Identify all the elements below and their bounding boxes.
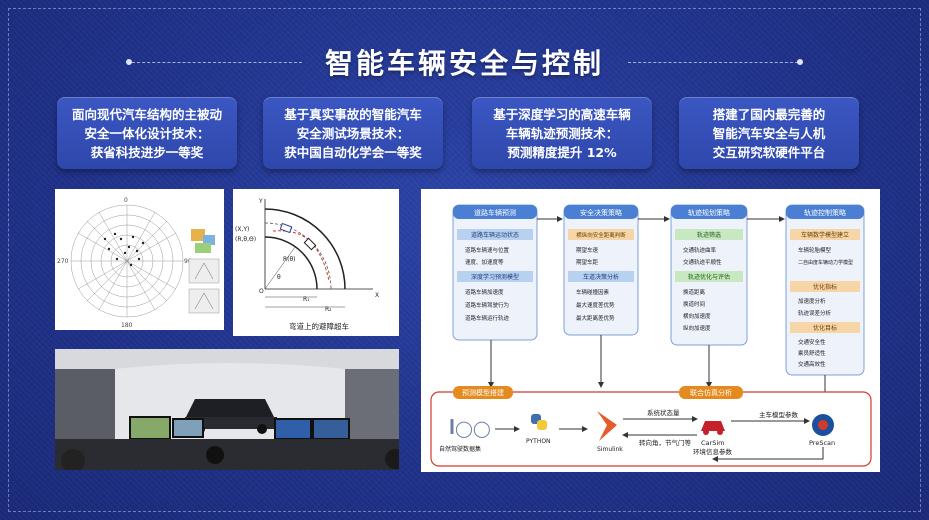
title-divider-left	[132, 62, 302, 63]
col4-section1-title: 车辆数学模型建立	[801, 231, 849, 239]
road-caption: 弯道上的避障超车	[289, 321, 349, 331]
cosim-label: 联合仿真分析	[690, 388, 732, 397]
col3-section1-title: 轨迹筛选	[697, 231, 721, 239]
col1-item: 道路车辆驾驶行为	[465, 301, 509, 309]
road-label-r: R(θ)	[283, 256, 296, 263]
curve-overtaking-figure: Y X O (X,Y) (R,θ,Θ) R(θ) θ R₁ R₂ 弯道上的避障超…	[233, 189, 399, 336]
title-dot-right	[797, 59, 803, 65]
col4-item: 二自由度车辆动力学模型	[798, 259, 853, 266]
simulink-icon: Simulink	[597, 411, 623, 453]
col4-item: 加速度分析	[798, 297, 826, 305]
road-label-r2: R₂	[325, 306, 332, 313]
prediction-model-badge	[453, 386, 513, 399]
col3-item: 交通轨迹曲率	[683, 246, 717, 254]
polar-label-left: 270	[57, 258, 69, 265]
col1-section2-title: 深度学习预测模型	[471, 273, 519, 281]
col3-header: 轨迹规划策略	[688, 208, 730, 217]
road-origin: O	[259, 288, 264, 295]
title-dot-left	[126, 59, 132, 65]
col4-item: 交通高效性	[798, 360, 826, 368]
col1-section1-title: 道路车辆运动状态	[471, 231, 519, 239]
col3-item: 横向加速度	[683, 312, 711, 320]
title-divider-right	[628, 62, 798, 63]
prediction-model-label: 预测模型搭建	[462, 388, 504, 397]
column-road-vehicle-prediction: 道路车辆预测 道路车辆运动状态 道路车辆速与位置 速度、加速度等 深度学习预测模…	[452, 204, 538, 341]
polar-label-right: 90	[184, 258, 192, 265]
flow-steering-throttle: 转向角，节气门等	[639, 438, 692, 447]
col4-header: 轨迹控制策略	[804, 208, 846, 217]
svg-text:ꟾ◯◯: ꟾ◯◯	[449, 419, 491, 438]
col4-item: 乘员舒适性	[798, 349, 826, 357]
col1-item: 速度、加速度等	[465, 258, 504, 266]
col4-item: 车辆轮胎模型	[798, 246, 832, 254]
simulink-label: Simulink	[597, 446, 623, 453]
prescan-icon: PreScan	[809, 414, 835, 447]
flow-vehicle-params: 主车模型参数	[759, 410, 799, 419]
col2-item: 车辆碰撞因素	[576, 288, 610, 296]
achievement-card-4: 搭建了国内最完善的智能汽车安全与人机交互研究软硬件平台	[679, 97, 859, 169]
carsim-icon: CarSim	[701, 421, 725, 447]
col2-item: 期望车距	[576, 258, 599, 266]
road-label-theta: θ	[277, 274, 281, 281]
cosim-badge	[679, 386, 743, 399]
research-flow-diagram: 道路车辆预测 道路车辆运动状态 道路车辆速与位置 速度、加速度等 深度学习预测模…	[421, 189, 880, 472]
polar-label-top: 0	[124, 197, 128, 204]
python-icon: PYTHON	[526, 414, 551, 445]
column-trajectory-control: 轨迹控制策略 车辆数学模型建立 车辆轮胎模型 二自由度车辆动力学模型 优化指标 …	[785, 204, 865, 376]
col1-item: 道路车辆运行轨迹	[465, 314, 510, 322]
road-axis-x: X	[375, 292, 379, 299]
polar-plot-figure: 0 90 270 180	[55, 189, 224, 330]
carsim-label: CarSim	[701, 439, 724, 447]
road-label-r1: R₁	[303, 296, 310, 303]
col4-item: 交通安全性	[798, 338, 826, 346]
col4-section3-title: 优化目标	[813, 324, 837, 332]
road-axis-y: Y	[258, 198, 263, 205]
col1-item: 道路车辆加速度	[465, 288, 504, 296]
col3-section2-title: 轨迹优化与评估	[688, 273, 730, 281]
road-label-p2: (R,θ,Θ)	[235, 236, 256, 243]
flow-system-state: 系统状态量	[647, 408, 680, 417]
achievement-card-3: 基于深度学习的高速车辆车辆轨迹预测技术：预测精度提升 12%	[472, 97, 652, 169]
polar-label-bottom: 180	[121, 322, 133, 329]
column-trajectory-planning: 轨迹规划策略 轨迹筛选 交通轨迹曲率 交通轨迹平顺性 轨迹优化与评估 换道距离 …	[670, 204, 748, 346]
col2-item: 最大距离差优势	[576, 314, 615, 322]
page-title: 智能车辆安全与控制	[324, 47, 604, 80]
col2-item: 期望车速	[576, 246, 599, 254]
dataset-label: 自然驾驶数据集	[439, 445, 481, 453]
col4-item: 轨迹误差分析	[798, 309, 832, 317]
python-label: PYTHON	[526, 438, 551, 445]
road-label-p1: (X,Y)	[235, 226, 249, 233]
col2-item: 最大速度差优势	[576, 301, 615, 309]
col3-item: 换道时间	[683, 300, 705, 308]
achievement-card-1: 面向现代汽车结构的主被动安全一体化设计技术：获省科技进步一等奖	[57, 97, 237, 169]
col1-item: 道路车辆速与位置	[465, 246, 510, 254]
column-safety-decision: 安全决策策略 横纵向安全距离判断 期望车速 期望车距 车道决策分析 车辆碰撞因素…	[563, 204, 639, 336]
driving-simulator-photo	[55, 349, 399, 470]
col3-item: 交通轨迹平顺性	[683, 258, 722, 266]
col3-item: 纵向加速度	[683, 324, 711, 332]
col4-section2-title: 优化指标	[813, 283, 837, 291]
col1-header: 道路车辆预测	[474, 208, 516, 217]
col3-item: 换道距离	[683, 288, 706, 296]
prescan-label: PreScan	[809, 439, 835, 447]
dataset-logo: ꟾ◯◯ 自然驾驶数据集	[439, 419, 491, 453]
col2-section1-title: 横纵向安全距离判断	[576, 231, 626, 239]
col2-header: 安全决策策略	[580, 208, 622, 217]
col2-section2-title: 车道决策分析	[583, 273, 619, 281]
achievement-card-2: 基于真实事故的智能汽车安全测试场景技术：获中国自动化学会一等奖	[263, 97, 443, 169]
flow-env-params: 环境信息参数	[693, 447, 733, 456]
dashed-frame	[8, 8, 921, 512]
